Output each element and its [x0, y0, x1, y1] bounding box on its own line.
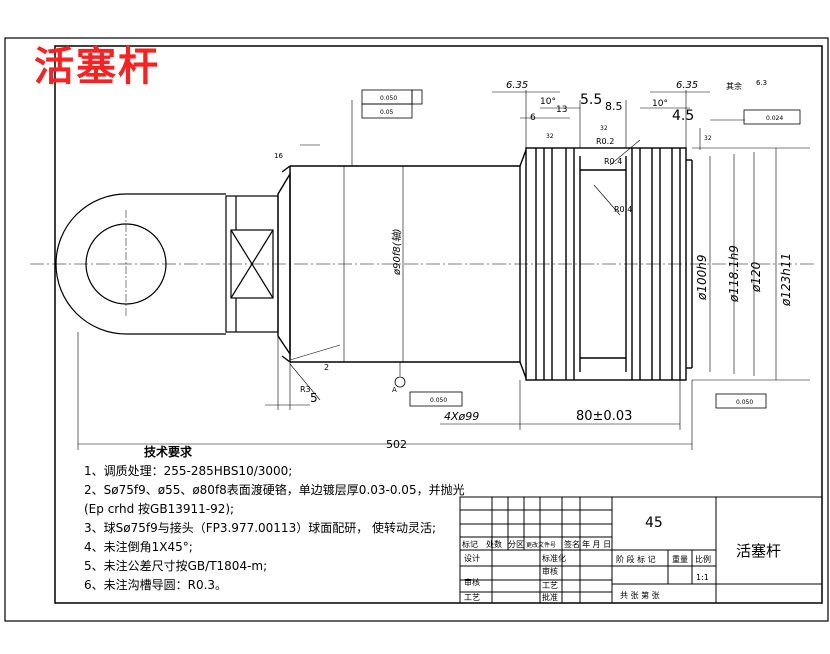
dim-dia90: ø90f8(轴) — [391, 228, 403, 276]
tb-count: 处数 — [486, 539, 502, 549]
outer-border — [4, 37, 829, 622]
tb-stage: 阶 段 标 记 — [616, 554, 656, 564]
dim-80: 80±0.03 — [576, 409, 632, 424]
dim-8-5: 8.5 — [605, 100, 623, 113]
note-item: 4、未注倒角1X45°; — [84, 540, 193, 554]
dim-99: 4Xø99 — [444, 410, 479, 423]
tb-process: 工艺 — [464, 593, 480, 602]
frame-texts: 0.050 0.05 0.050 0.050 0.024 — [380, 95, 783, 406]
tb-doc: 更改文件号 — [526, 541, 556, 549]
vertical-dims: ø90f8(轴) ø100h9 ø118.1h9 ø120 ø123h11 — [391, 228, 793, 307]
dimension-lines — [77, 90, 810, 450]
dim-5: 5 — [310, 391, 318, 405]
tb-check: 审核 — [542, 566, 558, 576]
tol-flat2: 0.050 — [736, 399, 753, 406]
tb-sign: 签名 — [564, 539, 580, 549]
tb-approve: 批准 — [542, 592, 558, 602]
tb-material: 45 — [645, 515, 663, 531]
tb-zone: 分区 — [508, 540, 524, 549]
dim-rough-rest: 其余 — [726, 81, 742, 91]
dim-5-5: 5.5 — [580, 92, 602, 108]
dim-32b: 32 — [600, 125, 608, 132]
tol-box2: 0.05 — [380, 109, 394, 116]
dim-taper2: 10° — [652, 99, 668, 109]
tb-date: 年 月 日 — [582, 539, 611, 549]
notes-title: 技术要求 — [144, 445, 193, 459]
dim-13-3: 13 — [556, 105, 567, 115]
piston-head — [525, 147, 693, 381]
dim-16: 16 — [274, 152, 283, 160]
tb-mark: 标记 — [462, 539, 478, 549]
tb-review: 审核 — [464, 577, 480, 587]
tol-box3: 0.024 — [766, 115, 783, 122]
dim-r04b: R0.4 — [614, 205, 632, 214]
tb-weight: 重量 — [672, 554, 688, 564]
dim-dia120: ø120 — [749, 261, 763, 293]
datum-a: A — [392, 386, 397, 394]
rod-eye — [55, 193, 279, 335]
dim-6: 6 — [530, 113, 536, 123]
dim-502: 502 — [386, 438, 407, 451]
note-item: 2、Sø75f9、ø55、ø80f8表面渡硬铬，单边镀层厚0.03-0.05，并… — [84, 483, 465, 497]
dim-taper: 10° — [540, 97, 556, 107]
dim-rough-rest-val: 6.3 — [756, 79, 767, 87]
dim-dia123: ø123h11 — [779, 253, 793, 307]
rod-body — [277, 149, 527, 379]
dim-r3: R3 — [300, 385, 311, 394]
tb-standard: 标准化 — [542, 553, 566, 563]
inner-border — [54, 45, 823, 604]
note-item: 3、球Sø75f9与接头（FP3.977.00113）球面配研， 使转动灵活; — [84, 521, 437, 535]
tb-part-name: 活塞杆 — [736, 542, 781, 560]
dim-r02: R0.2 — [596, 137, 614, 146]
dim-32a: 32 — [546, 133, 554, 140]
stamp-title: 活塞杆 — [34, 43, 160, 90]
dim-rough-left: 6.35 — [506, 80, 528, 91]
tb-craft: 工艺 — [542, 581, 558, 590]
technical-notes: 技术要求 1、调质处理：255-285HBS10/3000; 2、Sø75f9、… — [84, 443, 465, 595]
tb-scale: 1:1 — [696, 573, 709, 582]
tolerance-frames — [361, 89, 801, 409]
dim-rough-right: 6.35 — [676, 80, 698, 91]
title-block-texts: 45 活塞杆 标记 处数 分区 更改文件号 签名 年 月 日 设计 标准化 审核… — [462, 515, 781, 602]
note-item: 5、未注公差尺寸按GB/T1804-m; — [84, 559, 268, 573]
tb-design: 设计 — [464, 553, 480, 563]
dimension-texts: 6.35 6.35 其余 6.3 10° 10° 6 13 5.5 8.5 4.… — [274, 79, 767, 451]
note-item: (Ep crhd 按GB13911-92); — [84, 502, 235, 516]
tb-sheets: 共 张 第 张 — [620, 590, 660, 600]
dim-r04a: R0.4 — [604, 157, 622, 166]
dim-32c: 32 — [704, 135, 712, 142]
dim-2: 2 — [324, 363, 329, 372]
title-block — [459, 496, 823, 604]
note-item: 1、调质处理：255-285HBS10/3000; — [84, 464, 293, 478]
tol-flat1: 0.050 — [430, 397, 447, 404]
note-item: 6、未注沟槽导圆：R0.3。 — [84, 578, 228, 592]
tol-box1: 0.050 — [380, 95, 397, 102]
dim-dia118: ø118.1h9 — [727, 245, 741, 303]
dim-4-5: 4.5 — [672, 108, 694, 124]
dim-dia100: ø100h9 — [695, 255, 709, 302]
tb-scale-label: 比例 — [695, 554, 711, 564]
